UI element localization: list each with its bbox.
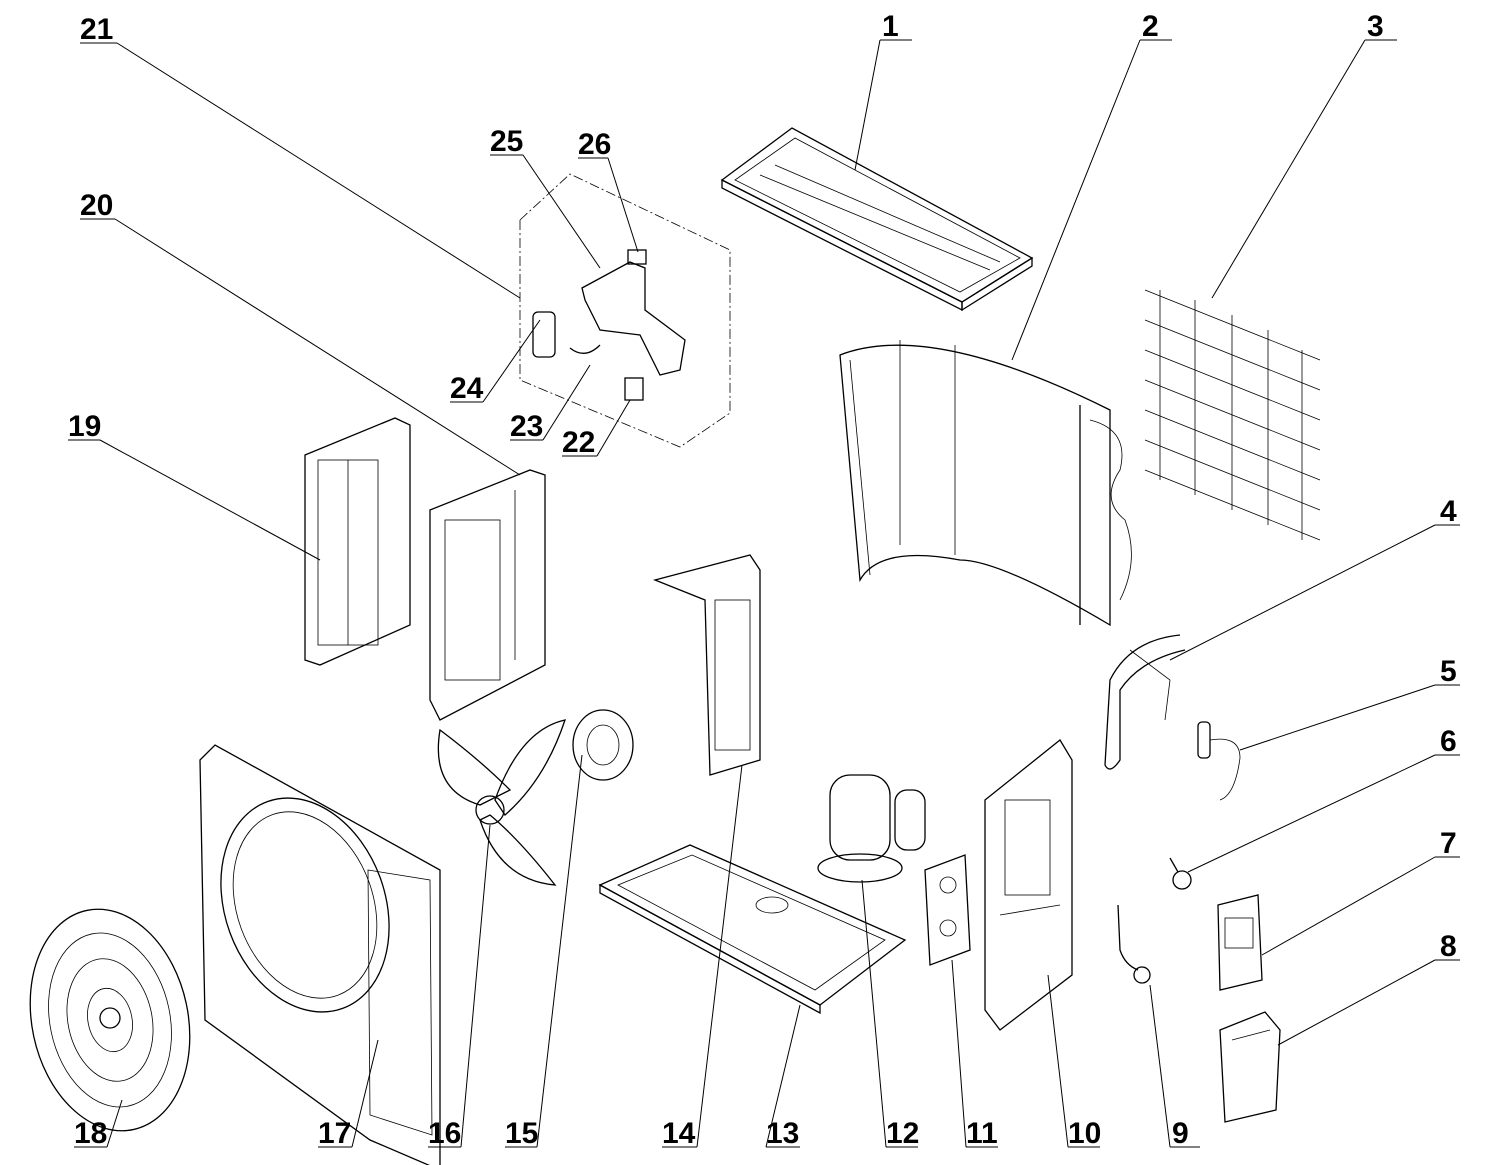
compressor [817,774,926,883]
callout-9: 9 [1172,1117,1189,1150]
callout-6: 6 [1440,725,1457,758]
valve-cover [1217,894,1263,991]
callout-14: 14 [662,1117,696,1150]
electrical-box-outline [519,173,731,448]
right-side-panel [984,739,1073,1031]
callout-26: 26 [578,128,611,161]
callout-20: 20 [80,189,113,222]
callout-1: 1 [882,10,899,43]
callout-12: 12 [886,1117,919,1150]
callout-25: 25 [490,125,523,158]
callout-15: 15 [505,1117,538,1150]
electrical-bracket [581,261,686,376]
capacitor [532,311,556,358]
left-side-grille [304,417,411,666]
callout-19: 19 [68,410,101,443]
top-cover [720,127,1034,312]
front-panel [199,744,441,1165]
callout-2: 2 [1142,10,1159,43]
callout-5: 5 [1440,655,1457,688]
stop-valve-small [1169,857,1192,890]
callout-13: 13 [766,1117,799,1150]
capillary-tube [1197,721,1241,801]
motor-bracket [652,554,761,776]
callout-4: 4 [1440,495,1457,528]
callout-labels: 1 2 3 4 5 6 7 8 9 10 11 12 13 14 15 16 1… [68,10,1457,1150]
fan-blade [437,719,566,886]
condenser-coil [839,340,1132,627]
callout-24: 24 [450,372,484,405]
valve-mounting-plate [924,854,971,966]
rear-grille [1144,289,1321,541]
callout-18: 18 [74,1117,107,1150]
callout-10: 10 [1068,1117,1101,1150]
fan-motor [572,709,634,781]
callout-3: 3 [1367,10,1384,43]
callout-7: 7 [1440,827,1457,860]
valve-assembly [1104,634,1186,770]
stop-valve-large [1117,904,1151,984]
base-pan [598,844,907,1015]
callout-16: 16 [428,1117,461,1150]
capacitor-clamp [569,344,601,354]
callout-21: 21 [80,13,113,46]
terminal-cover [1219,1011,1281,1123]
partition-plate [429,469,546,721]
leader-lines [68,39,1460,1148]
electrical-components [532,249,686,401]
front-grille [29,908,191,1132]
callout-23: 23 [510,410,543,443]
terminal-block [624,377,644,401]
callout-17: 17 [318,1117,351,1150]
callout-22: 22 [562,426,595,459]
callout-8: 8 [1440,930,1457,963]
callout-11: 11 [966,1117,998,1150]
